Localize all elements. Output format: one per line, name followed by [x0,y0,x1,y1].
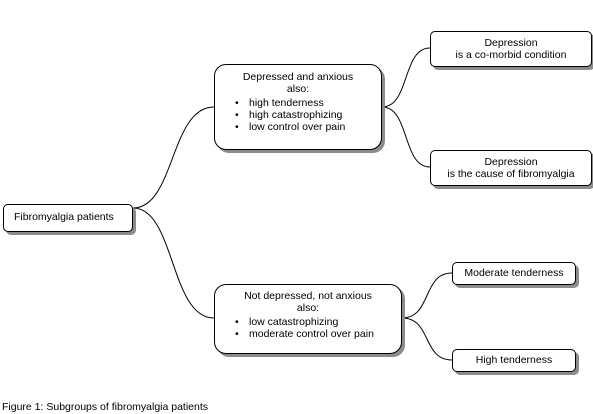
node-label: High tenderness [475,354,553,366]
node-depression-comorbid: Depression is a co-morbid condition [430,31,592,67]
node-depressed-and-anxious: Depressed and anxious also: high tendern… [214,64,382,150]
figure-caption: Figure 1: Subgroups of fibromyalgia pati… [2,401,209,413]
node-line-2: is a co-morbid condition [455,49,567,61]
node-subtitle: also: [286,83,310,95]
node-fibromyalgia-patients: Fibromyalgia patients [3,204,133,232]
node-high-tenderness: High tenderness [452,349,576,372]
node-depression-cause: Depression is the cause of fibromyalgia [430,150,592,186]
node-moderate-tenderness: Moderate tenderness [452,262,576,285]
node-subtitle: also: [296,302,320,314]
list-item: low catastrophizing [235,316,397,328]
connector-not-depressed-to-high [401,317,453,361]
node-title: Depressed and anxious [242,71,354,83]
node-label: Moderate tenderness [464,267,564,279]
connector-root-to-depressed [132,106,215,209]
node-line-2: is the cause of fibromyalgia [447,168,575,180]
node-label: Fibromyalgia patients [14,211,114,223]
connector-depressed-to-cause [381,106,431,168]
node-line-1: Depression [484,156,538,168]
list-item: high tenderness [235,97,377,109]
connector-not-depressed-to-moderate [401,272,453,319]
node-title: Not depressed, not anxious [244,290,372,302]
node-not-depressed-not-anxious: Not depressed, not anxious also: low cat… [214,284,402,354]
connector-depressed-to-comorbid [381,47,431,108]
attribute-list: low catastrophizing moderate control ove… [219,316,397,340]
attribute-list: high tenderness high catastrophizing low… [219,97,377,133]
list-item: low control over pain [235,121,377,133]
list-item: high catastrophizing [235,109,377,121]
connector-root-to-not-depressed [132,207,215,319]
list-item: moderate control over pain [235,328,397,340]
node-line-1: Depression [484,37,538,49]
